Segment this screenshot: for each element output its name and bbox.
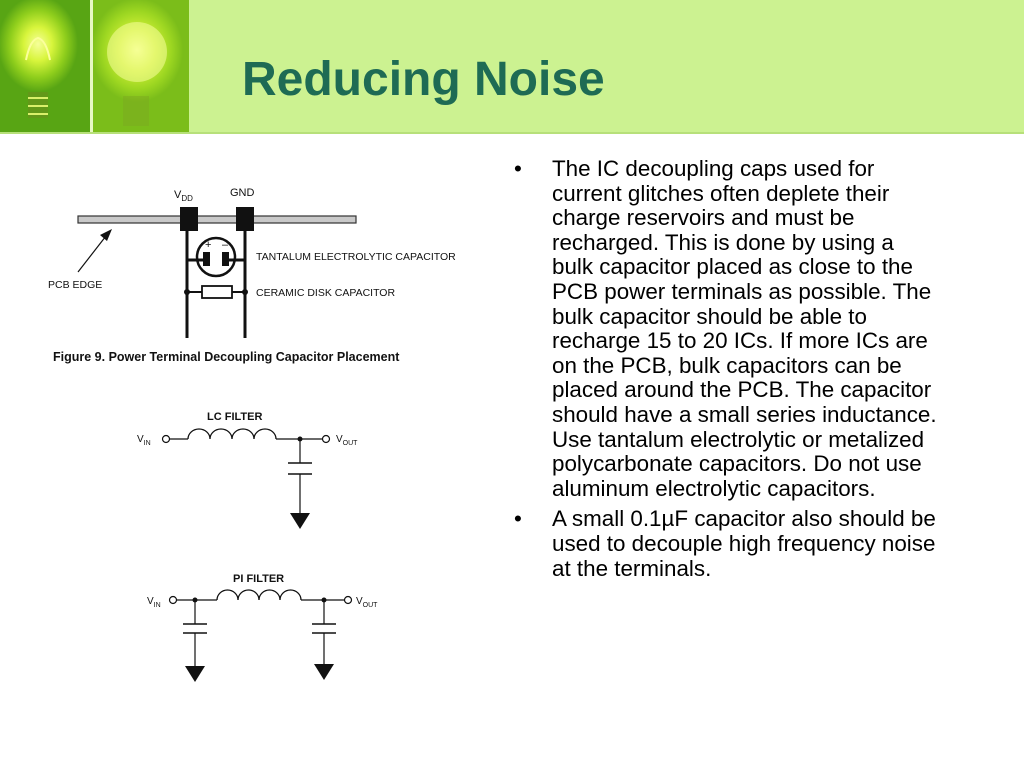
lightbulb-icon: [25, 36, 51, 118]
pi-ground-icon-2: [314, 664, 334, 680]
bullet-text: The IC decoupling caps used for current …: [552, 156, 937, 501]
pi-vout-label: VOUT: [356, 596, 378, 609]
pi-inductor: [216, 589, 302, 601]
ceramic-label: CERAMIC DISK CAPACITOR: [256, 287, 395, 299]
bullet-item: • The IC decoupling caps used for curren…: [510, 156, 940, 501]
tantalum-label: TANTALUM ELECTROLYTIC CAPACITOR: [256, 251, 456, 263]
lc-vout-terminal: [321, 434, 331, 444]
bullet-text: A small 0.1µF capacitor also should be u…: [552, 506, 936, 581]
pcb-edge-arrow: [77, 235, 107, 273]
slide-title: Reducing Noise: [242, 53, 605, 106]
lc-filter-diagram: LC FILTER VIN VOUT: [137, 411, 358, 529]
pi-vin-label: VIN: [147, 596, 161, 609]
bullet-marker: •: [514, 156, 522, 181]
pi-vout-terminal: [343, 595, 353, 605]
gnd-terminal: [236, 207, 254, 231]
lc-inductor: [187, 428, 277, 440]
banner-bottom-edge: [0, 132, 1024, 134]
pi-ground-icon-1: [185, 666, 205, 682]
lc-vout-label: VOUT: [336, 434, 358, 447]
lightbulb-glow-icon: [107, 22, 167, 126]
tantalum-capacitor: [195, 236, 237, 278]
header-banner: [0, 0, 1024, 134]
lightbulb-image: [0, 0, 90, 134]
plus-sign: +: [205, 239, 211, 251]
vdd-terminal: [180, 207, 198, 231]
bullet-item: • A small 0.1µF capacitor also should be…: [510, 506, 940, 581]
lc-vin-terminal: [161, 434, 171, 444]
bullet-marker: •: [514, 506, 522, 532]
gnd-label: GND: [230, 187, 255, 199]
lc-ground-icon: [290, 513, 310, 529]
lc-filter-title: LC FILTER: [207, 411, 262, 423]
pi-filter-title: PI FILTER: [233, 573, 284, 585]
bullet-list: • The IC decoupling caps used for curren…: [510, 156, 940, 587]
pcb-strip: [77, 215, 357, 224]
lightbulb-image-2: [93, 0, 189, 134]
banner-divider: [90, 0, 93, 134]
pi-vin-terminal: [168, 595, 178, 605]
minus-sign: –: [222, 239, 229, 251]
pi-filter-diagram: PI FILTER VIN VOUT: [147, 573, 378, 682]
lc-vin-label: VIN: [137, 434, 151, 447]
vdd-label: VDD: [174, 189, 193, 203]
ceramic-capacitor: [201, 285, 233, 299]
figure-9-caption: Figure 9. Power Terminal Decoupling Capa…: [53, 350, 400, 364]
pcb-edge-label: PCB EDGE: [48, 279, 102, 291]
figure-9-diagram: VDD GND + – TANTALUM ELECTROLYTIC CAPACI…: [48, 187, 456, 364]
